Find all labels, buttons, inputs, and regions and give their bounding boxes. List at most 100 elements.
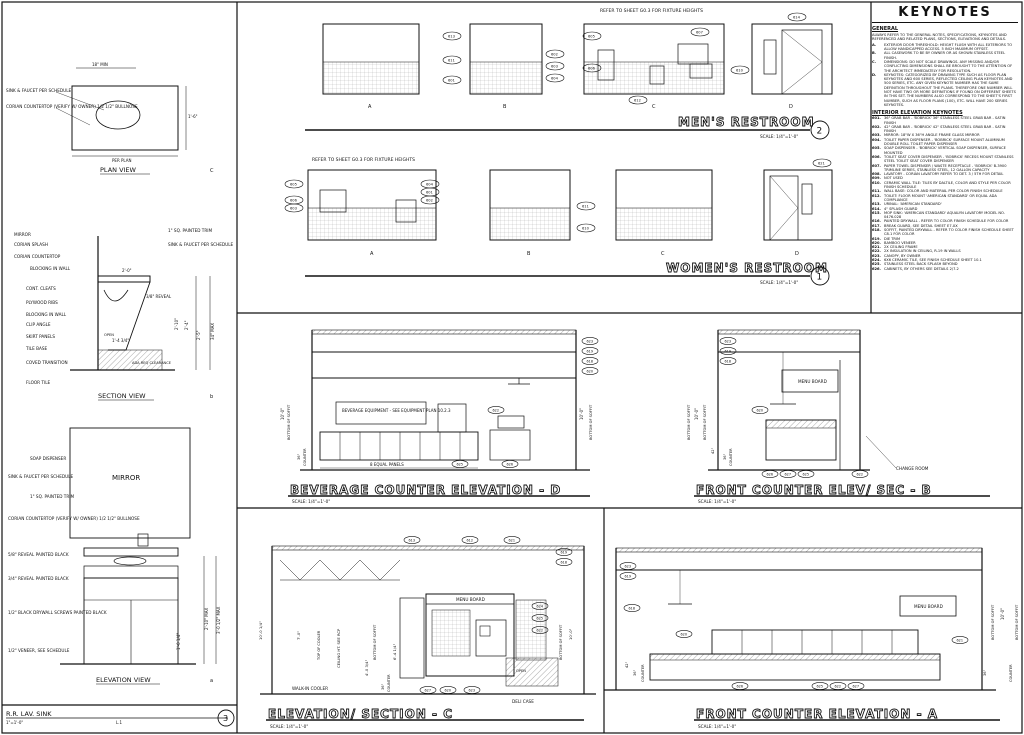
elev-c-dim-6: 4'-0 3/4" (364, 659, 369, 676)
womens-tag-3: 603 (290, 207, 297, 211)
plan-label-1: SINK & FAUCET PER SCHEDULE (6, 88, 72, 93)
front-counter-elevation-a: MENU BOARD 42" 36" COUNTER BOTTOM OF SOF… (604, 547, 1019, 729)
beverage-dim-4: COUNTER (303, 448, 307, 466)
front-a-tag-6: 626 (737, 685, 743, 689)
section-label-10: TILE BASE (25, 346, 47, 351)
elevation-section-c: MENU BOARD WALK-IN COOLER DELI CASE OPEN… (258, 536, 596, 729)
keynotes-general-list: A.EXTERIOR DOOR THRESHOLD: HEIGHT FLUSH … (872, 43, 1018, 107)
beverage-tag-7: 626 (507, 463, 513, 467)
elevation-label-8: 1/2" VENEER, SEE SCHEDULE (8, 648, 70, 653)
elev-c-menu: MENU BOARD (456, 597, 485, 602)
elev-c-dim-4: BOTTOM OF SOFFIT (373, 624, 377, 660)
elev-c-title: ELEVATION/ SECTION - C (268, 707, 453, 721)
front-b-tag-1: 623 (725, 340, 731, 344)
keynote-item-id: 604. (872, 137, 881, 142)
beverage-tag-3: 618 (587, 360, 593, 364)
section-right-label-3: 3/8" REVEAL (146, 294, 172, 299)
front-a-tag-5: 621 (957, 639, 963, 643)
keynote-item-id: 623. (872, 253, 881, 258)
keynote-item-8: 608.LAVATORY - CORIAN LAVATORY REFER TO … (872, 172, 1018, 176)
womens-tag-8: 610 (582, 227, 590, 231)
front-a-tag-2: 619 (625, 575, 631, 579)
general-note-text: DIMENSIONS: DO NOT SCALE DRAWINGS. ANY M… (884, 60, 1013, 73)
elevation-label-1: SOAP DISPENSER (30, 456, 66, 461)
womens-scale: SCALE: 1/4"=1'-0" (760, 280, 798, 285)
elev-c-tags: 613 612 621 624 625 622 627 620 623 619 … (403, 536, 573, 694)
beverage-dim-2b: 10'-0" (280, 408, 285, 420)
keynote-item-text: 2X CEILING FRAME (884, 245, 918, 250)
front-counter-elev-sec-b: MENU BOARD CHANGE ROOM BOTTOM OF SOFFIT … (687, 329, 990, 504)
keynote-item-id: 626. (872, 266, 881, 271)
section-label-8: CLIP ANGLE (26, 322, 51, 327)
keynote-item-id: 625. (872, 262, 881, 267)
front-b-dim-4: 42" (711, 447, 715, 454)
keynote-item-id: 607. (872, 163, 881, 168)
keynote-item-5: 605.SOAP DISPENSER - 'BOBRICK' VERTICAL … (872, 146, 1018, 155)
mens-tag-3: 601 (448, 79, 455, 83)
keynote-item-id: 620. (872, 240, 881, 245)
elev-c-scale: SCALE: 1/4"=1'-0" (270, 724, 308, 729)
womens-title: WOMEN'S RESTROOM (666, 261, 828, 275)
general-note-id: C. (872, 60, 877, 64)
front-a-dim-2: 36" (633, 669, 637, 676)
plan-letter: C (210, 168, 214, 174)
keynote-item-2: 602.42" GRAB BAR - 'BOBRICK' 42" STAINLE… (872, 125, 1018, 134)
elev-c-tag-5: 625 (537, 617, 543, 621)
keynote-item-text: WALL BASE: COLOR AND MATERIAL PER COLOR … (884, 189, 1003, 194)
front-a-tag-4: 620 (681, 633, 687, 637)
section-dim-3: 2'-10" (174, 318, 179, 330)
keynote-item-text: MOP SINK: 'AMERICAN STANDARD' AQUALYN LA… (884, 210, 1005, 220)
beverage-tag-6: 625 (457, 463, 463, 467)
keynote-item-id: 609. (872, 176, 881, 181)
section-label-12: FLOOR TILE (26, 380, 51, 385)
elev-c-label-1: WALK-IN COOLER (292, 686, 328, 691)
keynote-item-text: 36" GRAB BAR - 'BOBRICK' 36" STAINLESS S… (884, 116, 1006, 125)
mens-tag-2: 611 (448, 59, 455, 63)
beverage-dim-2: 10'-0" (579, 408, 584, 420)
front-b-tag-4: 620 (757, 409, 763, 413)
keynotes-general-heading: GENERAL (872, 26, 899, 32)
keynote-item-9: 609.NOT USED (872, 176, 1018, 180)
elevation-label-7: 1/2" BLACK DRYWALL SCREWS PAINTED BLACK (8, 610, 107, 615)
keynote-item-text: BAMBOO VENEER (884, 240, 916, 245)
mens-tag-7: 605 (588, 35, 595, 39)
general-note-id: B. (872, 51, 877, 56)
beverage-scale: SCALE: 1/4"=1'-0" (292, 499, 330, 504)
section-left-labels: MIRROR CORIAN SPLASH CORIAN COUNTERTOP B… (14, 232, 71, 385)
elev-c-dim-10: 36" (381, 683, 385, 690)
front-a-tag-7: 625 (817, 685, 823, 689)
rr-title: R.R. LAV. SINK (6, 710, 52, 718)
keynote-item-26: 626.CABINETS, BY OTHERS SEE DETAILS 2/7.… (872, 267, 1018, 271)
keynote-item-id: 622. (872, 249, 881, 254)
keynotes-general-intro: ALWAYS REFER TO THE GENERAL NOTES, SPECI… (872, 33, 1007, 42)
section-right-label-1: 1" SQ. PAINTED TRIM (168, 228, 212, 233)
keynote-item-text: PAPER TOWEL DISPENSER / WASTE RECEPTACLE… (884, 163, 1007, 172)
front-b-dim-1: BOTTOM OF SOFFIT (687, 404, 691, 440)
front-a-dims: 42" 36" COUNTER BOTTOM OF SOFFIT 10'-0" … (625, 604, 1019, 682)
front-b-title: FRONT COUNTER ELEV/ SEC - B (696, 483, 932, 497)
keynote-item-16: 616.PAINTED DRYWALL - REFER TO COLOR FIN… (872, 219, 1018, 223)
front-b-menu: MENU BOARD (798, 379, 827, 384)
plan-dim-1: 18" MIN (92, 62, 108, 67)
mens-tag-1: 613 (448, 35, 455, 39)
elev-c-tag-8: 620 (445, 689, 451, 693)
section-letter: b (210, 394, 213, 400)
mens-elev-d: D (789, 104, 793, 110)
keynote-item-id: 616. (872, 219, 881, 224)
mens-title: MEN'S RESTROOM (678, 115, 815, 129)
keynote-item-id: 602. (872, 124, 881, 129)
womens-elev-c: C (661, 251, 665, 257)
elevation-letter: a (210, 678, 213, 684)
elevation-view: MIRROR 1'-0 1/4" 2'-10" MAX 3'-0 1/2" MA… (8, 427, 221, 685)
elev-c-dims: 10'-0 1/4" 7'-0" CEILING HT. SEE RCP BOT… (258, 621, 573, 692)
womens-tag-6: 602 (426, 199, 433, 203)
keynote-item-id: 601. (872, 116, 881, 121)
elev-c-dim-5: 6'-4 1/4" (392, 643, 397, 660)
beverage-counter-elevation: BEVERAGE EQUIPMENT - SEE EQUIPMENT PLAN … (280, 329, 599, 504)
section-label-2: CORIAN SPLASH (14, 242, 48, 247)
elev-c-tag-9: 623 (469, 689, 475, 693)
elev-c-dim-11: COUNTER (387, 674, 391, 692)
beverage-tag-1: 623 (587, 340, 593, 344)
front-b-tag-7: 625 (803, 473, 809, 477)
keynote-item-text: TOILET SEAT COVER DISPENSER - 'BOBRICK' … (884, 154, 1014, 164)
